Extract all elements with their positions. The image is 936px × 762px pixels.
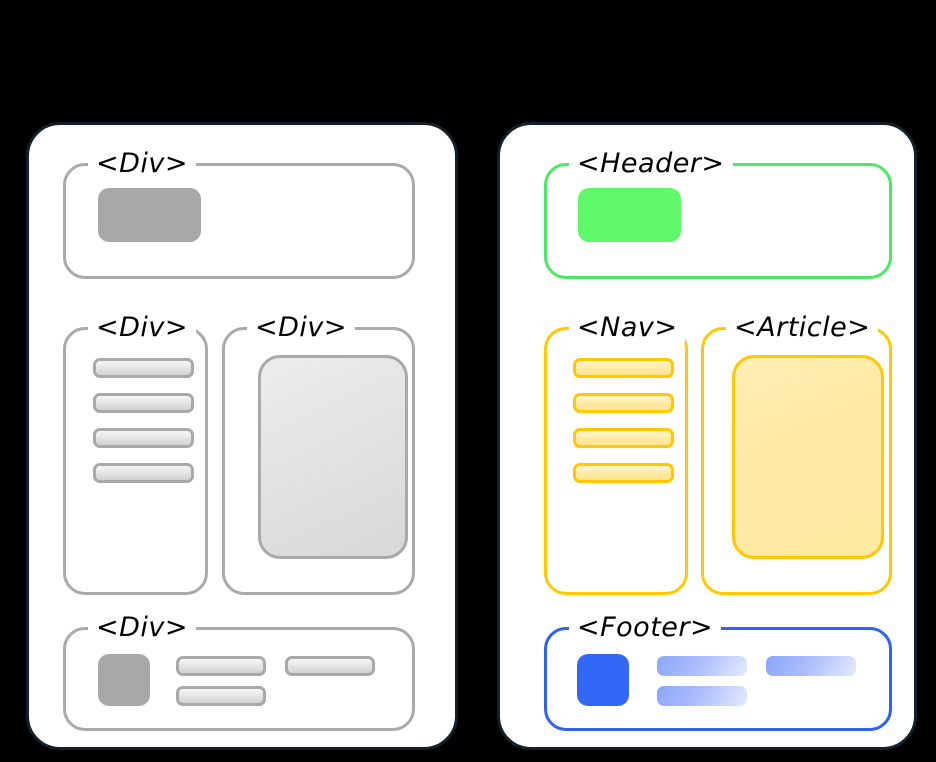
group-label-header-div: <Div> — [88, 149, 197, 179]
group-article-div: <Div> — [222, 313, 415, 595]
group-footer-div: <Div> — [63, 613, 415, 731]
nav-link-bar[interactable] — [573, 358, 674, 378]
footer-logo-placeholder — [98, 654, 150, 706]
article-content-placeholder — [258, 355, 408, 559]
group-label-nav-div: <Div> — [88, 313, 197, 343]
group-article-semantic: <Article> — [701, 313, 892, 595]
footer-logo-placeholder — [577, 654, 629, 706]
nav-link-bar[interactable] — [93, 463, 194, 483]
group-nav-semantic: <Nav> — [544, 313, 688, 595]
group-header-div: <Div> — [63, 149, 415, 279]
nav-link-bar[interactable] — [573, 463, 674, 483]
nav-link-bar[interactable] — [573, 393, 674, 413]
group-header-semantic: <Header> — [544, 149, 892, 279]
article-content-placeholder — [732, 355, 884, 559]
panel-generic-div-layout: <Div> <Div> <Div> <Div> — [26, 122, 458, 750]
footer-link-bar[interactable] — [176, 656, 266, 676]
footer-link-bar[interactable] — [766, 656, 856, 676]
logo-placeholder-block — [578, 188, 681, 242]
footer-link-bar[interactable] — [285, 656, 375, 676]
group-label-article: <Article> — [726, 313, 879, 343]
group-label-footer: <Footer> — [569, 613, 722, 643]
group-nav-div: <Div> — [63, 313, 208, 595]
panel-semantic-html5-layout: <Header> <Nav> <Article> <Footer> — [497, 122, 917, 750]
group-label-article-div: <Div> — [247, 313, 356, 343]
footer-link-bar[interactable] — [176, 686, 266, 706]
footer-link-bar[interactable] — [657, 686, 747, 706]
nav-link-bar[interactable] — [93, 428, 194, 448]
nav-link-bar[interactable] — [93, 393, 194, 413]
footer-link-bar[interactable] — [657, 656, 747, 676]
nav-link-bar[interactable] — [93, 358, 194, 378]
logo-placeholder-block — [98, 188, 201, 242]
nav-link-bar[interactable] — [573, 428, 674, 448]
group-label-header: <Header> — [569, 149, 733, 179]
group-label-nav: <Nav> — [569, 313, 686, 343]
group-footer-semantic: <Footer> — [544, 613, 892, 731]
group-label-footer-div: <Div> — [88, 613, 197, 643]
